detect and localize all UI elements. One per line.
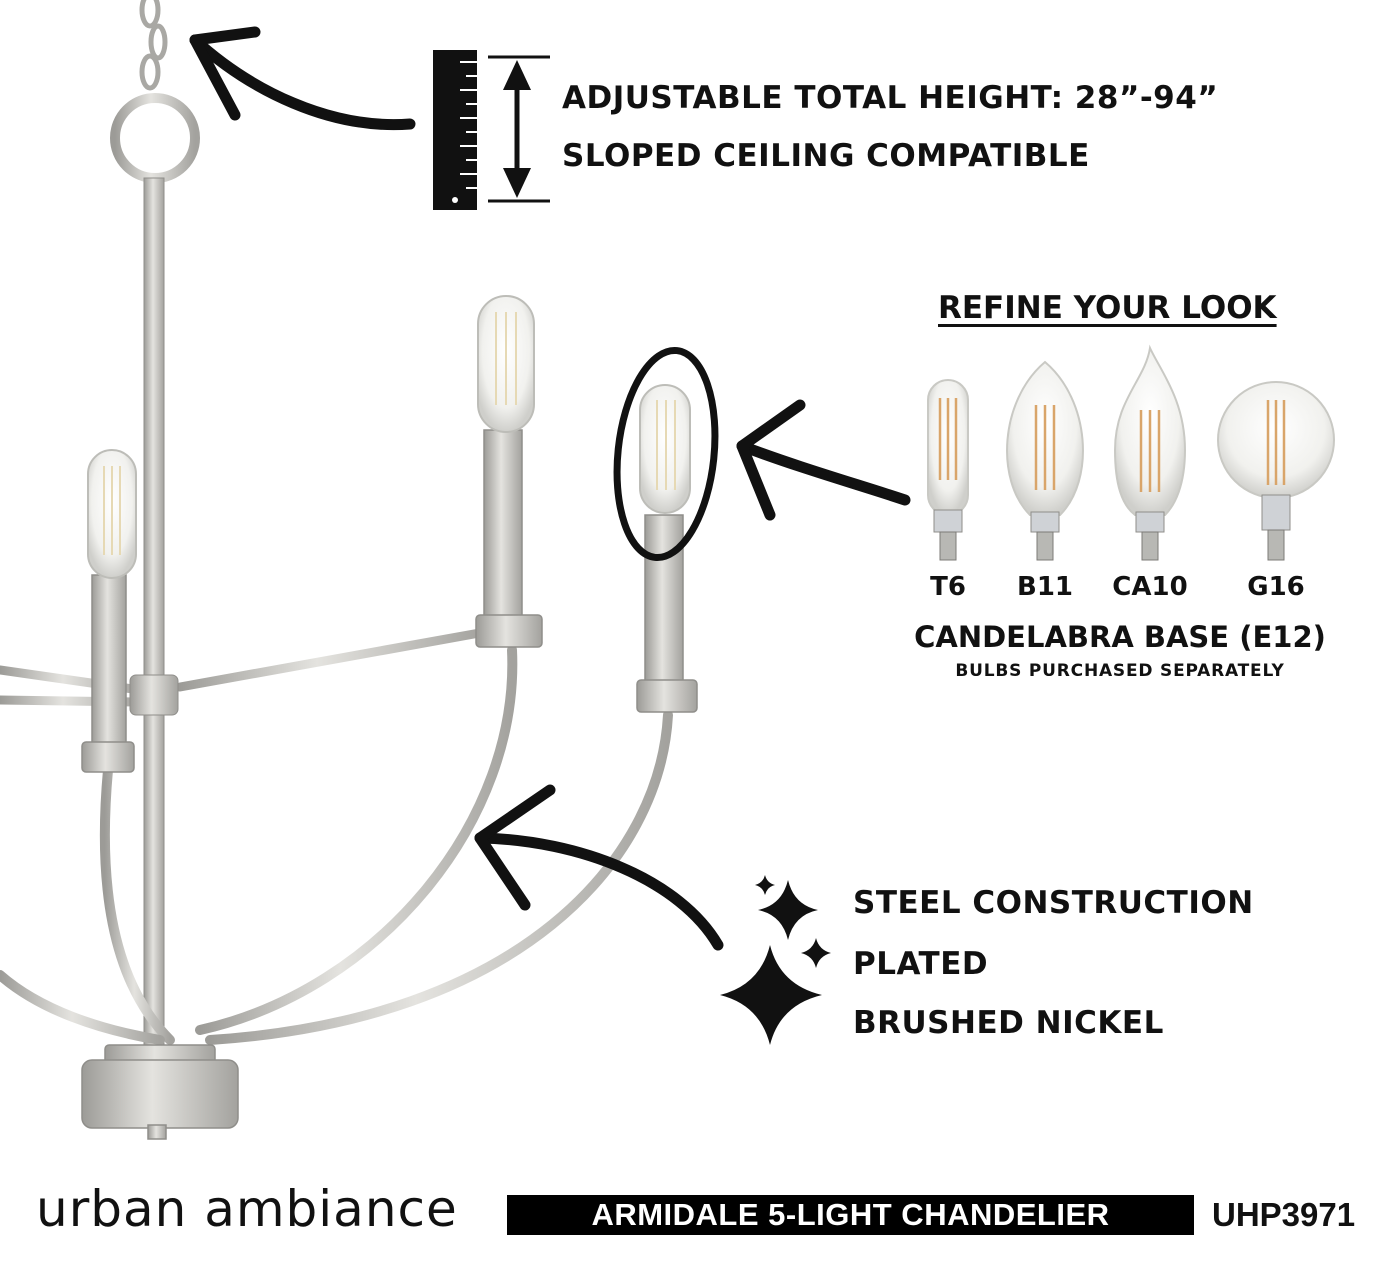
b11-bulb-icon [1006, 360, 1084, 561]
t6-bulb-icon [927, 379, 969, 561]
ca10-bulb-icon [1113, 344, 1187, 561]
bulbs-separate-note: BULBS PURCHASED SEPARATELY [955, 661, 1285, 681]
center-hub [129, 674, 179, 716]
refine-look-heading: REFINE YOUR LOOK [938, 290, 1277, 326]
fixture-bulbs [87, 295, 691, 579]
feature-brushed-nickel: BRUSHED NICKEL [853, 1005, 1164, 1041]
product-name: ARMIDALE 5-LIGHT CHANDELIER [591, 1197, 1110, 1232]
arrow-to-arm [474, 832, 724, 951]
arrow-to-bulb [736, 440, 911, 506]
curved-arms [0, 645, 673, 1045]
feature-steel: STEEL CONSTRUCTION [853, 885, 1254, 921]
brand-logo: urban ambiance [36, 1180, 458, 1238]
product-sku: UHP3971 [1212, 1196, 1356, 1233]
arrow-to-chain [189, 34, 416, 131]
sparkle-icon [720, 875, 831, 1045]
chain [139, 0, 168, 91]
pointer-arrows [189, 26, 911, 951]
bulb-label-b11: B11 [1017, 572, 1073, 602]
height-adjustable-text: ADJUSTABLE TOTAL HEIGHT: 28”-94” [562, 80, 1219, 116]
g16-bulb-icon [1217, 381, 1335, 561]
product-name-bar: ARMIDALE 5-LIGHT CHANDELIER [507, 1195, 1194, 1235]
bottom-cup [81, 1044, 239, 1140]
bulb-label-ca10: CA10 [1112, 572, 1188, 602]
ruler-height-icon [433, 50, 550, 210]
highlight-circle [613, 346, 719, 562]
center-stem [143, 177, 165, 1059]
sloped-ceiling-text: SLOPED CEILING COMPATIBLE [562, 138, 1090, 174]
feature-plated: PLATED [853, 946, 989, 982]
bulb-label-t6: T6 [930, 572, 966, 602]
candle-sleeves [81, 429, 698, 773]
hanging-ring [110, 93, 200, 183]
bulb-label-g16: G16 [1247, 572, 1305, 602]
candelabra-base-text: CANDELABRA BASE (E12) [914, 620, 1326, 654]
